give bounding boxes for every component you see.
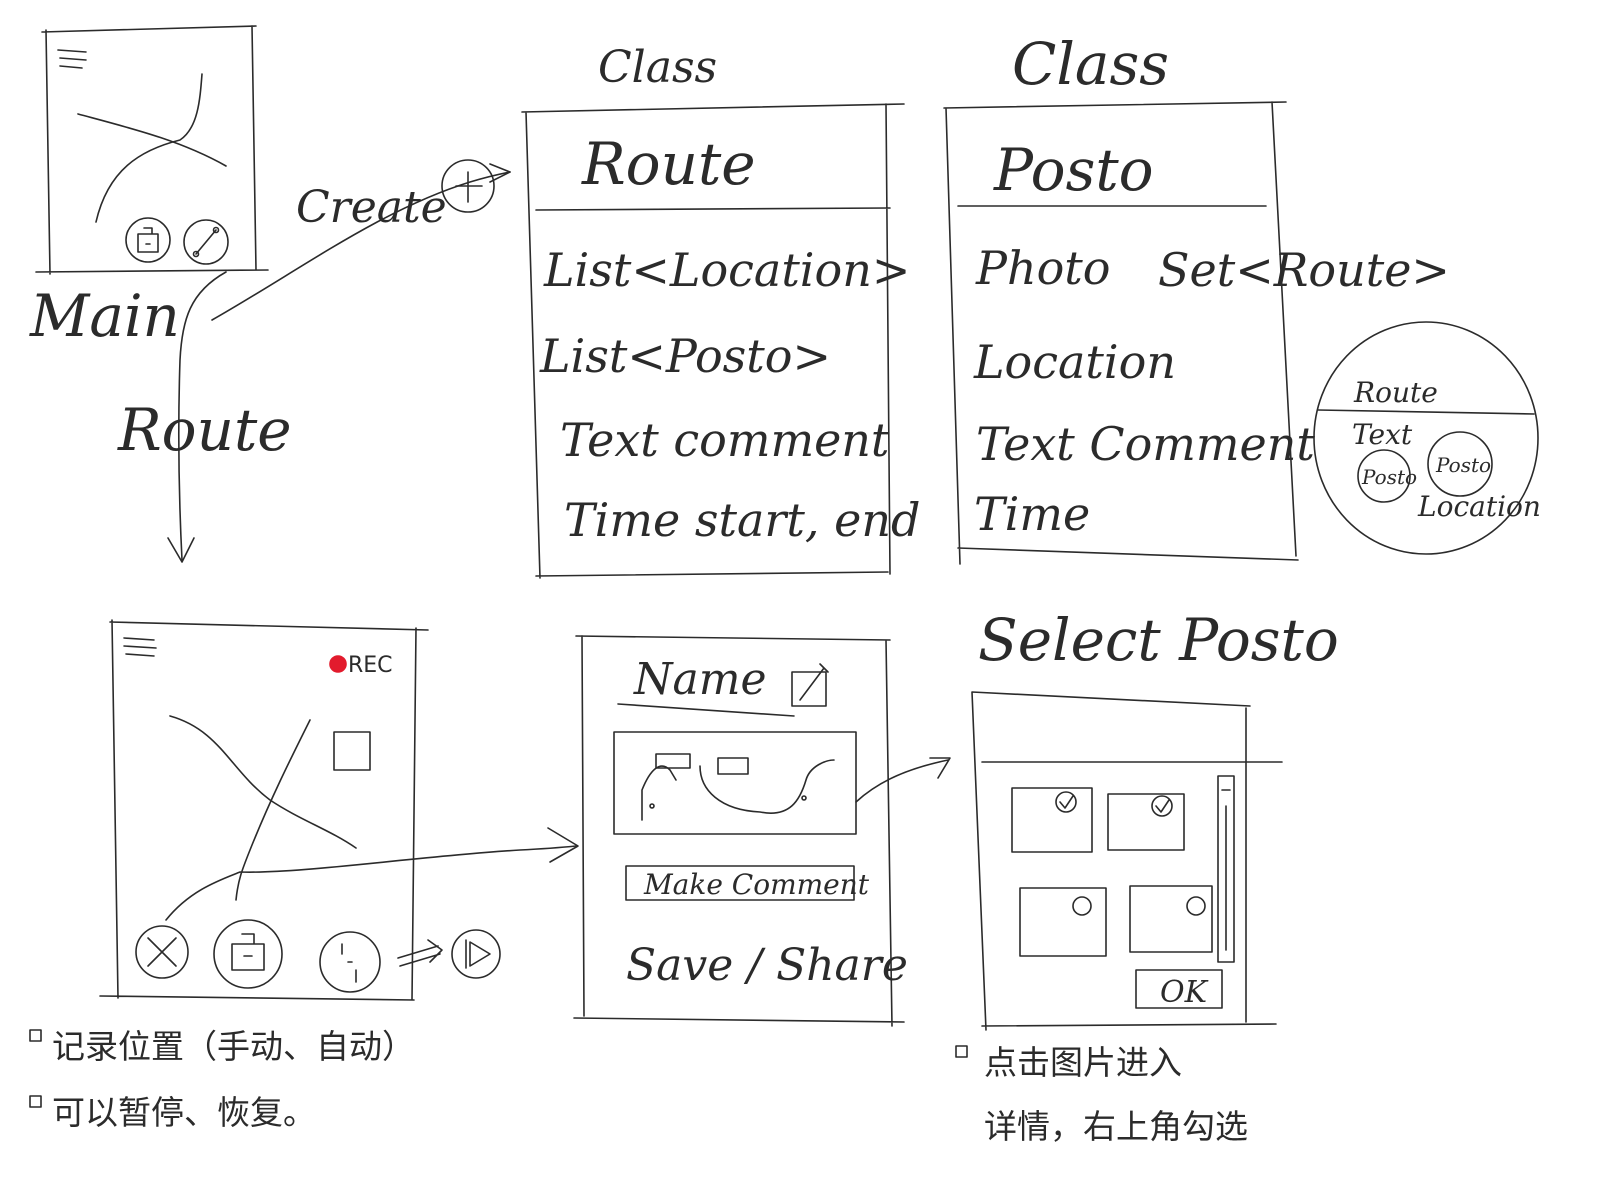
main-map-road bbox=[77, 113, 227, 167]
posto-class-field: Text Comment bbox=[976, 417, 1315, 471]
recording-screen: REC bbox=[99, 619, 579, 1001]
check-icon[interactable] bbox=[1072, 896, 1092, 916]
edit-to-select-arrow bbox=[855, 757, 951, 803]
posto-class-field: Photo bbox=[975, 241, 1110, 295]
rec-indicator-dot bbox=[329, 655, 347, 673]
note-checkbox bbox=[29, 1029, 42, 1042]
camera-button[interactable] bbox=[213, 919, 283, 989]
check-icon[interactable] bbox=[1151, 795, 1173, 817]
check-icon[interactable] bbox=[1055, 791, 1077, 813]
main-route-button[interactable] bbox=[183, 219, 229, 265]
route-bubble-divider bbox=[1317, 409, 1535, 415]
main-map-route bbox=[95, 73, 203, 223]
posto-class-name: Posto bbox=[993, 136, 1154, 204]
route-edge-arrowhead bbox=[167, 537, 195, 563]
name-label: Name bbox=[633, 654, 767, 705]
recording-menu-icon[interactable] bbox=[123, 637, 157, 657]
route-class-box: Class Route List<Location> List<Posto> T… bbox=[521, 42, 920, 579]
posto-class-frame bbox=[943, 101, 1299, 565]
posto-class-relation: Set<Route> bbox=[1158, 243, 1450, 297]
make-comment-label: Make Comment bbox=[643, 868, 870, 901]
route-edge-label: Route bbox=[117, 396, 292, 464]
photo-thumbnail[interactable] bbox=[1019, 887, 1107, 957]
ok-label: OK bbox=[1160, 975, 1209, 1010]
route-bubble-posto-b: Posto bbox=[1427, 431, 1493, 497]
recording-map-route bbox=[235, 719, 311, 901]
route-edge: Route bbox=[117, 271, 292, 563]
route-bubble-location: Location bbox=[1417, 490, 1541, 523]
select-screen-frame bbox=[971, 691, 1283, 1031]
select-notes: 点击图片进入 详情，右上角勾选 bbox=[955, 1043, 1248, 1146]
select-posto-title: Select Posto bbox=[978, 606, 1339, 674]
select-posto-screen: Select Posto OK bbox=[971, 606, 1339, 1031]
pause-button[interactable] bbox=[319, 931, 381, 993]
scrollbar[interactable] bbox=[1217, 775, 1235, 963]
save-share-button[interactable]: Save / Share bbox=[626, 940, 908, 991]
ok-button[interactable]: OK bbox=[1135, 969, 1223, 1010]
note-text: 记录位置（手动、自动） bbox=[52, 1027, 415, 1066]
main-menu-icon bbox=[57, 49, 87, 69]
route-class-field: Time start, end bbox=[564, 493, 920, 547]
note-checkbox bbox=[955, 1045, 968, 1058]
route-bubble: Route Text Posto Posto Location bbox=[1313, 321, 1541, 555]
posto-class-header: Class bbox=[1012, 30, 1169, 98]
route-class-field: List<Posto> bbox=[539, 329, 831, 383]
recording-notes: 记录位置（手动、自动） 可以暂停、恢复。 bbox=[29, 1027, 415, 1132]
note-text: 点击图片进入 bbox=[984, 1043, 1182, 1082]
pause-to-play-arrow bbox=[397, 939, 443, 967]
stop-square-icon[interactable] bbox=[333, 731, 371, 771]
rec-indicator-label: REC bbox=[348, 653, 393, 678]
play-button[interactable] bbox=[451, 929, 501, 979]
route-bubble-outline bbox=[1313, 321, 1539, 555]
check-icon[interactable] bbox=[1186, 896, 1206, 916]
name-underline bbox=[617, 703, 795, 717]
route-class-header: Class bbox=[598, 42, 717, 93]
route-map-thumbnail[interactable] bbox=[613, 731, 857, 835]
route-class-frame bbox=[521, 103, 905, 579]
recording-to-edit-arrowhead bbox=[547, 827, 579, 863]
photo-thumbnail[interactable] bbox=[1107, 793, 1185, 851]
posto-class-box: Class Posto Photo Location Text Comment … bbox=[943, 30, 1450, 565]
main-screen: Main bbox=[29, 25, 269, 350]
edit-screen: Name Make Comment Save / Share bbox=[573, 635, 951, 1027]
photo-thumbnail[interactable] bbox=[1129, 885, 1213, 953]
route-class-name: Route bbox=[581, 130, 756, 198]
create-edge-label: Create bbox=[296, 182, 447, 233]
main-screen-label: Main bbox=[29, 282, 180, 350]
recording-screen-frame bbox=[99, 619, 429, 1001]
create-edge-arrowhead bbox=[489, 163, 511, 183]
edit-name-icon[interactable] bbox=[791, 663, 829, 707]
photo-thumbnail[interactable] bbox=[1011, 787, 1093, 853]
posto-class-field: Location bbox=[973, 335, 1176, 389]
main-screen-frame bbox=[35, 25, 269, 275]
tools-button[interactable] bbox=[135, 925, 189, 979]
svg-text:Posto: Posto bbox=[1435, 453, 1491, 477]
route-bubble-posto-a: Posto bbox=[1357, 449, 1417, 503]
main-camera-button[interactable] bbox=[125, 217, 171, 263]
route-class-field: List<Location> bbox=[543, 243, 910, 297]
make-comment-button[interactable]: Make Comment bbox=[625, 865, 870, 901]
create-edge: Create bbox=[211, 159, 511, 321]
route-bubble-title: Route bbox=[1353, 376, 1438, 409]
route-class-field: Text comment bbox=[560, 413, 890, 467]
route-bubble-text: Text bbox=[1352, 418, 1413, 451]
route-edge-line bbox=[177, 271, 227, 561]
note-text: 详情，右上角勾选 bbox=[984, 1107, 1248, 1146]
svg-text:Posto: Posto bbox=[1361, 465, 1417, 489]
edit-screen-frame bbox=[573, 635, 905, 1027]
posto-class-field: Time bbox=[974, 487, 1090, 541]
create-edge-line bbox=[211, 171, 511, 321]
note-text: 可以暂停、恢复。 bbox=[52, 1093, 316, 1132]
recording-map-road bbox=[169, 715, 357, 849]
recording-map-path bbox=[165, 845, 577, 921]
add-icon[interactable] bbox=[441, 159, 495, 213]
note-checkbox bbox=[29, 1095, 42, 1108]
